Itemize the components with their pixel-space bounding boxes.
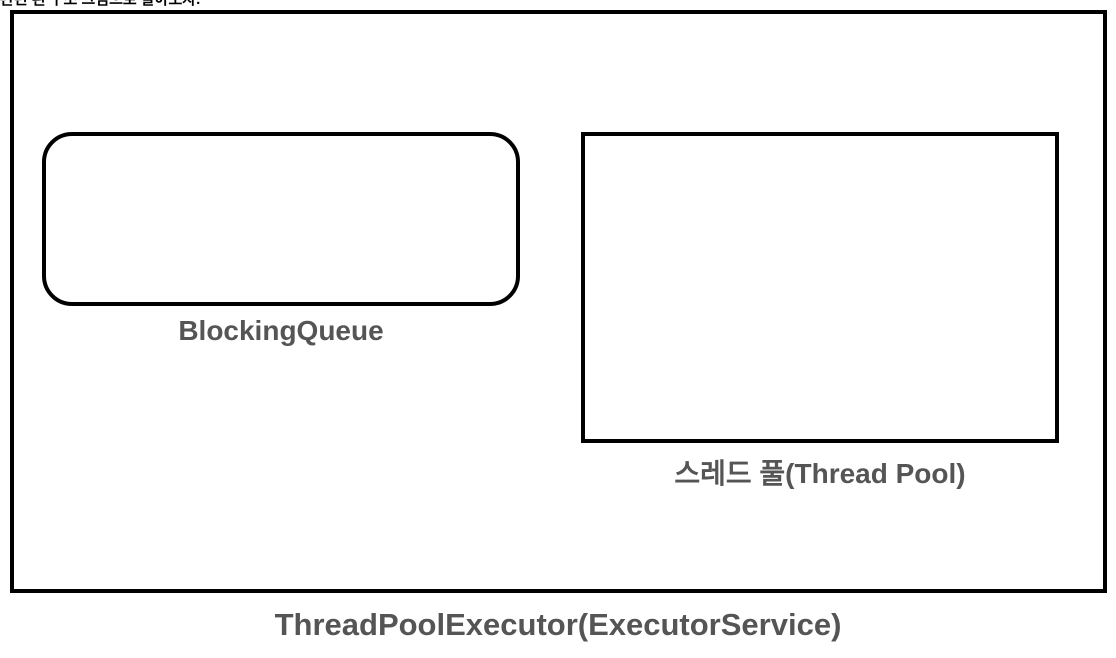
thread-pool-label: 스레드 풀(Thread Pool) xyxy=(674,458,966,489)
top-caption: 관련 된 구조 그림으로 알아보자. xyxy=(0,0,200,10)
executor-container-box xyxy=(10,10,1107,593)
blocking-queue-label: BlockingQueue xyxy=(178,315,384,346)
thread-pool-box xyxy=(581,132,1059,443)
blocking-queue-box xyxy=(42,132,520,306)
executor-label: ThreadPoolExecutor(ExecutorService) xyxy=(274,607,842,642)
